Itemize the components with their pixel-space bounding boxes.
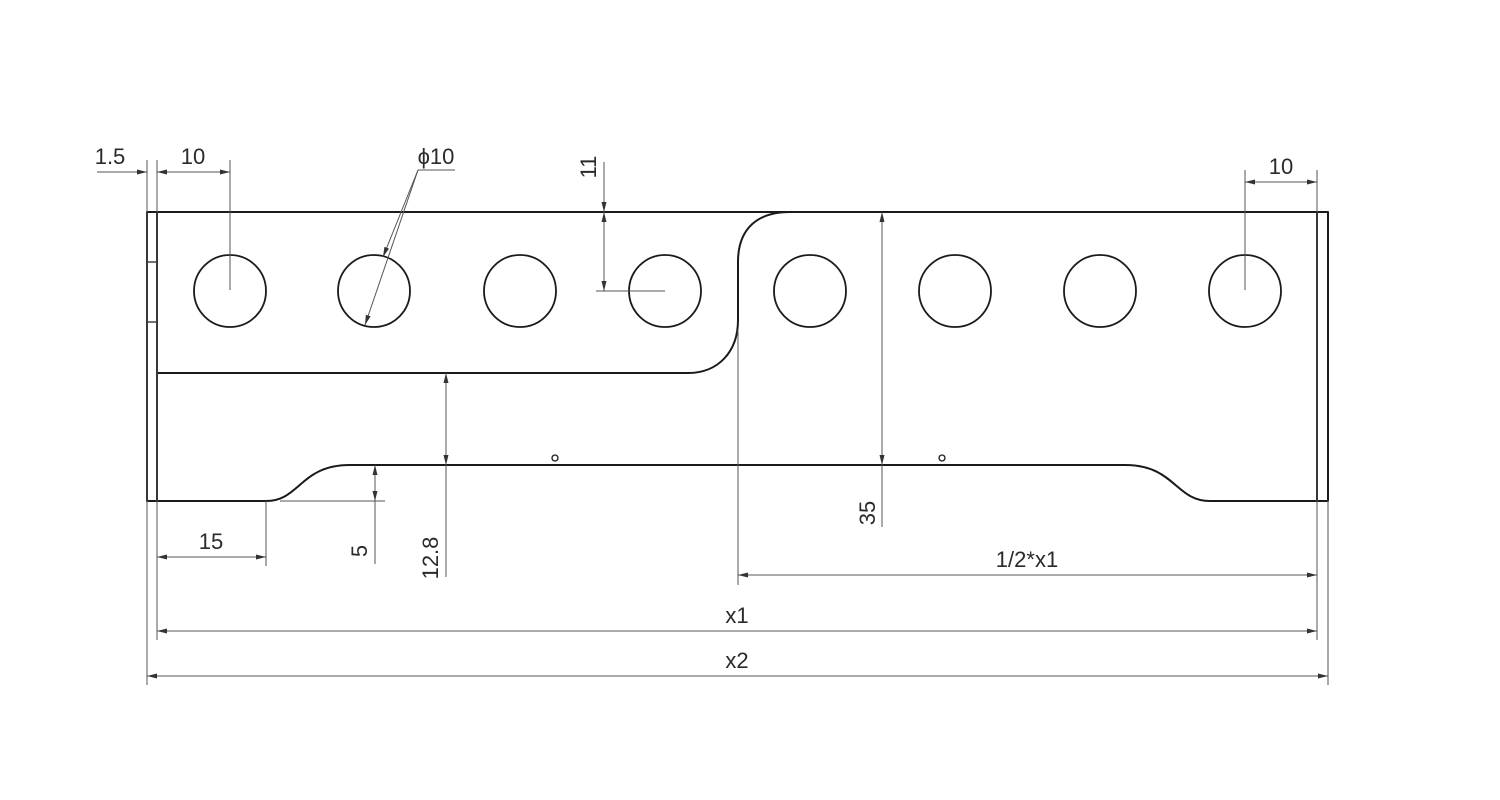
left-flange-notch bbox=[147, 261, 157, 323]
dim-label-11: 11 bbox=[576, 156, 601, 179]
right-flange-strip bbox=[1316, 211, 1329, 502]
hole bbox=[918, 254, 992, 328]
dim-label-1-5: 1.5 bbox=[95, 144, 126, 169]
dim-label-half-x1: 1/2*x1 bbox=[996, 547, 1058, 572]
dim-label-10-left: 10 bbox=[181, 144, 205, 169]
dim-label-12-8: 12.8 bbox=[418, 537, 443, 580]
dim-label-x1: x1 bbox=[725, 603, 748, 628]
dim-label-15: 15 bbox=[199, 529, 223, 554]
left-flange-strip bbox=[146, 211, 158, 502]
bottom-profile bbox=[156, 464, 1318, 502]
dim-label-5: 5 bbox=[347, 545, 372, 557]
part-outline bbox=[146, 211, 1329, 502]
extension-lines bbox=[146, 160, 1329, 685]
reference-dot-left bbox=[551, 454, 559, 462]
s-curve-edge bbox=[156, 211, 791, 374]
dim-label-hole-diameter: ϕ10 bbox=[418, 144, 455, 169]
hole bbox=[1063, 254, 1137, 328]
hole bbox=[773, 254, 847, 328]
dim-label-35: 35 bbox=[855, 501, 880, 525]
reference-dot-right bbox=[938, 454, 946, 462]
dim-label-x2: x2 bbox=[725, 648, 748, 673]
dimension-labels: 1.5 10 ϕ10 11 10 15 5 12.8 35 1/2*x1 x1 … bbox=[95, 144, 1294, 673]
hole bbox=[337, 254, 411, 328]
dim-label-10-right: 10 bbox=[1269, 154, 1293, 179]
hole bbox=[483, 254, 557, 328]
dimension-lines bbox=[97, 162, 1328, 679]
